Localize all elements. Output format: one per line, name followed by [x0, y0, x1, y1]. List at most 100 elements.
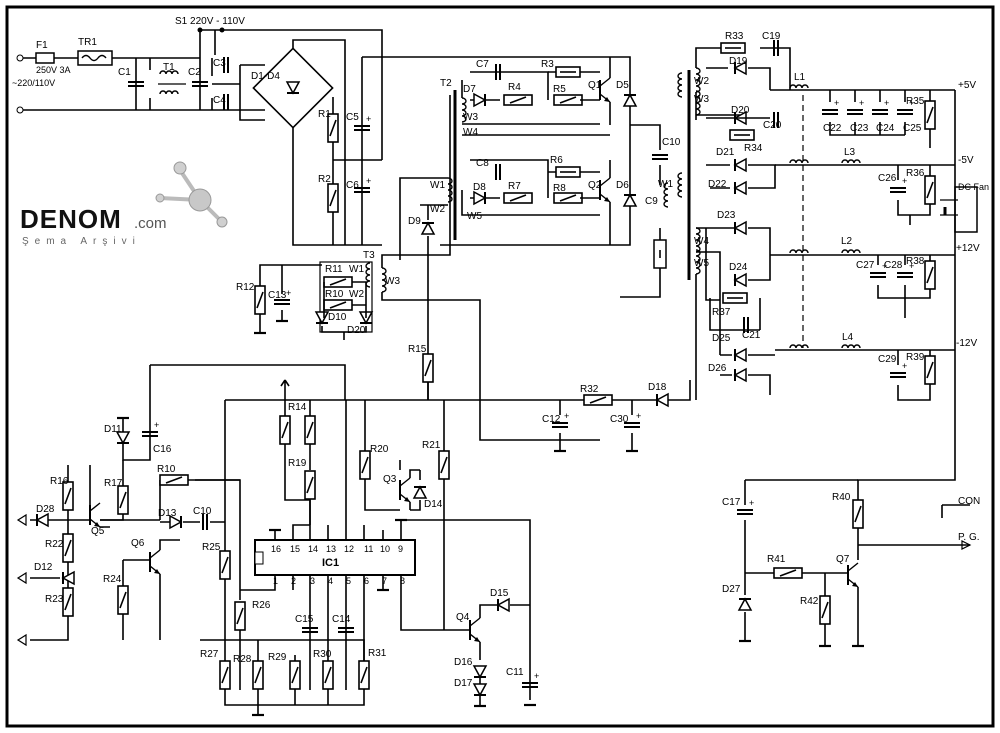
label-c5: C5: [346, 112, 359, 123]
label-d19: D19: [729, 56, 748, 67]
label-r42: R42: [800, 596, 819, 607]
output-plus-5v: +5V: [958, 80, 976, 91]
label-c30: C30: [610, 414, 629, 425]
label-d26: D26: [708, 363, 727, 374]
label-r41: R41: [767, 554, 786, 565]
label-w2-t3: W2: [349, 289, 364, 300]
output-minus-12v: -12V: [956, 338, 977, 349]
label-c15: C15: [295, 614, 314, 625]
label-c25: C25: [903, 123, 922, 134]
label-d22: D22: [708, 179, 727, 190]
label-c4: C4: [213, 95, 226, 106]
label-q1: Q1: [588, 80, 602, 91]
label-r39: R39: [906, 352, 925, 363]
label-d21: D21: [716, 147, 735, 158]
label-c23: C23: [850, 123, 869, 134]
label-r3: R3: [541, 59, 554, 70]
label-c13: C13: [268, 290, 287, 301]
label-r29: R29: [268, 652, 287, 663]
label-c7: C7: [476, 59, 489, 70]
label-d28: D28: [36, 504, 55, 515]
label-r23: R23: [45, 594, 64, 605]
label-c21: C21: [742, 330, 761, 341]
driver-transformer-t2: T2 D7 W3 W4 W1 W2 W5 D8 C7 C8 R3 R4 R5 R…: [399, 57, 681, 298]
label-r1: R1: [318, 109, 331, 120]
label-c9: C9: [645, 196, 658, 207]
svg-text:16: 16: [271, 544, 281, 554]
feedback-section: R15 R32 D18 C12 C30: [150, 344, 691, 453]
output-plus-12v: +12V: [956, 243, 980, 254]
label-w2-sec: W2: [694, 76, 709, 87]
label-d27: D27: [722, 584, 741, 595]
label-w1-main: W1: [658, 179, 673, 190]
label-r6: R6: [550, 155, 563, 166]
input-section: F1 250V 3A ~220/110V TR1 C1 T1 C2 C3 C4 …: [12, 16, 383, 246]
svg-text:6: 6: [364, 576, 369, 586]
label-t1: T1: [163, 62, 175, 73]
switch-label: S1 220V - 110V: [175, 16, 245, 27]
svg-text:13: 13: [326, 544, 336, 554]
svg-text:11: 11: [364, 544, 373, 554]
brand-subtitle: Şema Arşivi: [22, 236, 141, 247]
label-d15: D15: [490, 588, 509, 599]
label-d9: D9: [408, 216, 421, 227]
label-t2: T2: [440, 78, 452, 89]
brand-watermark: DENOM .com Şema Arşivi: [20, 161, 228, 247]
label-r22: R22: [45, 539, 64, 550]
border-frame: [5, 5, 995, 728]
ic1-pins-top: 16 15 14 13 12 11 10 9: [271, 544, 403, 554]
label-w1-t2: W1: [430, 180, 445, 191]
label-r19: R19: [288, 458, 307, 469]
label-w4-t2: W4: [463, 127, 478, 138]
label-d20-t3: D20: [347, 325, 366, 336]
label-r37: R37: [712, 307, 731, 318]
ic1-section: IC1 16 15 14 13 12 11 10 9 1 2 3 4 5 6 7…: [195, 379, 531, 717]
label-r21: R21: [422, 440, 441, 451]
input-filter: R1 R2 C5 C6: [318, 56, 631, 246]
label-d10: D10: [328, 312, 347, 323]
svg-text:14: 14: [308, 544, 318, 554]
label-w5-t2: W5: [467, 211, 482, 222]
label-r12: R12: [236, 282, 255, 293]
label-r16: R16: [50, 476, 69, 487]
label-c14: C14: [332, 614, 351, 625]
label-d13: D13: [158, 508, 177, 519]
label-d20: D20: [731, 105, 750, 116]
label-w5-sec: W5: [694, 258, 709, 269]
label-c12: C12: [542, 414, 561, 425]
label-c16: C16: [153, 444, 172, 455]
label-q6: Q6: [131, 538, 145, 549]
label-c19: C19: [762, 31, 781, 42]
label-r32: R32: [580, 384, 599, 395]
ic1-label: IC1: [322, 557, 339, 569]
label-c22: C22: [823, 123, 842, 134]
protection-section: D11 C16 R16 R17 R10 D28 Q5 D13 C10 R22 D…: [16, 365, 240, 647]
label-q3: Q3: [383, 474, 397, 485]
label-tr1: TR1: [78, 37, 97, 48]
label-c2: C2: [188, 67, 201, 78]
label-c8: C8: [476, 158, 489, 169]
thermistor-tr1: [77, 50, 113, 66]
label-r7: R7: [508, 181, 521, 192]
label-c26: C26: [878, 173, 897, 184]
secondary-section: R33 C19 D19 D20 C20 R34 D21 D22 W2 W3 W4…: [677, 31, 989, 500]
label-r30: R30: [313, 649, 332, 660]
power-good-section: C17 R40 D27 R41 Q7 R42 CON P. G.: [722, 479, 980, 648]
label-d11: D11: [104, 424, 122, 435]
fan-label: DC Fan: [958, 182, 989, 192]
label-d17: D17: [454, 678, 473, 689]
label-d12: D12: [34, 562, 53, 573]
label-c27: C27: [856, 260, 875, 271]
label-r38: R38: [906, 256, 925, 267]
label-r15: R15: [408, 344, 427, 355]
label-d5: D5: [616, 80, 629, 91]
label-l2: L2: [841, 236, 853, 247]
brand-name: DENOM: [20, 204, 122, 234]
label-c10-ctrl: C10: [193, 506, 212, 517]
output-minus-5v: -5V: [958, 155, 974, 166]
label-d8: D8: [473, 182, 486, 193]
label-r33: R33: [725, 31, 744, 42]
label-r10-t3: R10: [325, 289, 344, 300]
label-r2: R2: [318, 174, 331, 185]
label-r35: R35: [906, 96, 925, 107]
